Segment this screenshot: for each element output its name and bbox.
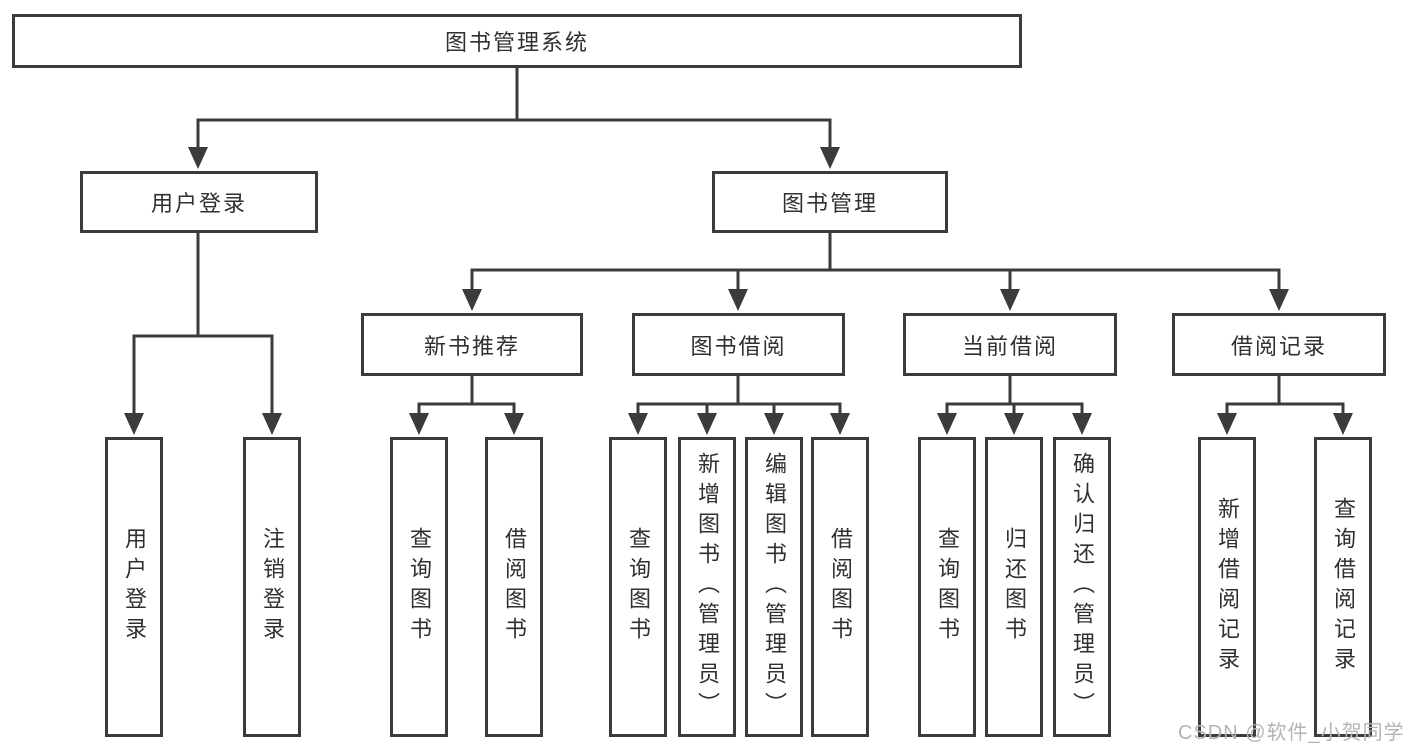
- leaf-query-borrow-record-label: 查询借阅记录: [1331, 497, 1356, 677]
- leaf-recommend-query-books: 查询图书: [390, 437, 448, 737]
- leaf-logout: 注销登录: [243, 437, 301, 737]
- node-current-borrow-label: 当前借阅: [961, 333, 1058, 359]
- node-borrow-records-label: 借阅记录: [1230, 333, 1327, 359]
- leaf-add-books-admin: 新增图书（管理员）: [678, 437, 736, 737]
- node-user-login: 用户登录: [80, 171, 318, 233]
- csdn-watermark: CSDN @软件_小贺同学: [1178, 722, 1405, 744]
- node-book-management: 图书管理: [712, 171, 948, 233]
- leaf-borrow-query-books-label: 查询图书: [626, 527, 651, 647]
- leaf-return-books: 归还图书: [985, 437, 1043, 737]
- leaf-edit-books-admin-label: 编辑图书（管理员）: [762, 452, 787, 722]
- leaf-user-login: 用户登录: [105, 437, 163, 737]
- leaf-recommend-borrow-books: 借阅图书: [485, 437, 543, 737]
- node-new-book-recommend: 新书推荐: [361, 313, 583, 376]
- leaf-borrow-books-label: 借阅图书: [828, 527, 853, 647]
- leaf-current-query-books: 查询图书: [918, 437, 976, 737]
- node-book-management-label: 图书管理: [781, 191, 878, 216]
- leaf-recommend-borrow-books-label: 借阅图书: [502, 527, 527, 647]
- node-current-borrow: 当前借阅: [903, 313, 1117, 376]
- leaf-borrow-query-books: 查询图书: [609, 437, 667, 737]
- node-root-label: 图书管理系统: [444, 30, 589, 55]
- node-borrow-records: 借阅记录: [1172, 313, 1386, 376]
- leaf-confirm-return-admin: 确认归还（管理员）: [1053, 437, 1111, 737]
- leaf-logout-label: 注销登录: [260, 527, 285, 647]
- node-root: 图书管理系统: [12, 14, 1022, 68]
- arrowheads: [124, 147, 1353, 435]
- leaf-recommend-query-books-label: 查询图书: [407, 527, 432, 647]
- leaf-user-login-label: 用户登录: [122, 527, 147, 647]
- leaf-confirm-return-admin-label: 确认归还（管理员）: [1070, 452, 1095, 722]
- node-book-borrow-label: 图书借阅: [690, 333, 787, 359]
- leaf-return-books-label: 归还图书: [1002, 527, 1027, 647]
- node-book-borrow: 图书借阅: [632, 313, 845, 376]
- leaf-current-query-books-label: 查询图书: [935, 527, 960, 647]
- leaf-add-borrow-record: 新增借阅记录: [1198, 437, 1256, 737]
- leaf-add-books-admin-label: 新增图书（管理员）: [695, 452, 720, 722]
- node-new-book-recommend-label: 新书推荐: [423, 333, 520, 359]
- leaf-add-borrow-record-label: 新增借阅记录: [1215, 497, 1240, 677]
- leaf-edit-books-admin: 编辑图书（管理员）: [745, 437, 803, 737]
- leaf-borrow-books: 借阅图书: [811, 437, 869, 737]
- node-user-login-label: 用户登录: [150, 191, 247, 216]
- leaf-query-borrow-record: 查询借阅记录: [1314, 437, 1372, 737]
